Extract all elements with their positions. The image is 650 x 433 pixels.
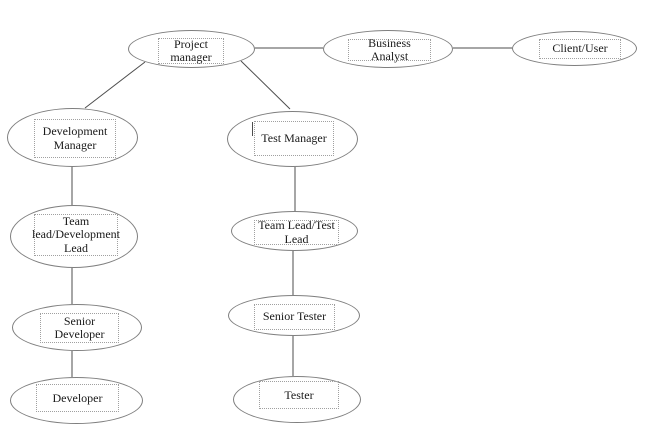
node-senior-developer: Senior Developer bbox=[12, 304, 142, 351]
node-senior-tester-label: Senior Tester bbox=[262, 309, 327, 324]
node-tester: Tester bbox=[233, 376, 361, 423]
node-business-analyst-textbox: Business Analyst bbox=[348, 35, 431, 63]
node-business-analyst-label: Business Analyst bbox=[368, 35, 411, 63]
node-development-manager: Development Manager bbox=[7, 108, 138, 167]
node-senior-developer-textbox: Senior Developer bbox=[40, 313, 119, 343]
node-team-lead-development-lead: Team lead/Development Lead bbox=[10, 205, 138, 268]
node-test-manager: Test Manager bbox=[227, 111, 358, 167]
node-senior-developer-label: Senior Developer bbox=[54, 313, 105, 341]
node-project-manager: Project manager bbox=[128, 30, 255, 68]
node-business-analyst: Business Analyst bbox=[323, 30, 453, 68]
node-developer-label: Developer bbox=[52, 390, 103, 405]
node-project-manager-label: Project manager bbox=[170, 36, 212, 64]
text-cursor bbox=[252, 122, 253, 136]
edge-projectmanager-testmanager bbox=[240, 60, 291, 110]
edge-projectmanager-developmentmanager bbox=[84, 61, 146, 109]
node-project-manager-textbox: Project manager bbox=[158, 36, 224, 64]
node-team-lead-test-lead-label: Team Lead/Test Lead bbox=[258, 218, 335, 246]
node-developer: Developer bbox=[10, 377, 143, 424]
node-client-user: Client/User bbox=[512, 31, 637, 66]
node-senior-tester-textbox: Senior Tester bbox=[254, 304, 335, 330]
node-test-manager-label: Test Manager bbox=[261, 130, 327, 145]
node-development-manager-textbox: Development Manager bbox=[34, 119, 116, 158]
node-client-user-label: Client/User bbox=[552, 41, 608, 56]
node-team-lead-development-lead-textbox: Team lead/Development Lead bbox=[32, 213, 120, 256]
node-team-lead-development-lead-label: Team lead/Development Lead bbox=[32, 213, 120, 255]
node-developer-textbox: Developer bbox=[36, 384, 119, 412]
node-test-manager-textbox: Test Manager bbox=[254, 121, 334, 156]
node-tester-label: Tester bbox=[284, 387, 314, 402]
node-senior-tester: Senior Tester bbox=[228, 295, 360, 336]
node-development-manager-label: Development Manager bbox=[42, 124, 108, 152]
node-team-lead-test-lead-textbox: Team Lead/Test Lead bbox=[254, 218, 339, 246]
node-client-user-textbox: Client/User bbox=[539, 39, 621, 59]
node-tester-textbox: Tester bbox=[259, 381, 339, 409]
node-team-lead-test-lead: Team Lead/Test Lead bbox=[231, 211, 358, 251]
